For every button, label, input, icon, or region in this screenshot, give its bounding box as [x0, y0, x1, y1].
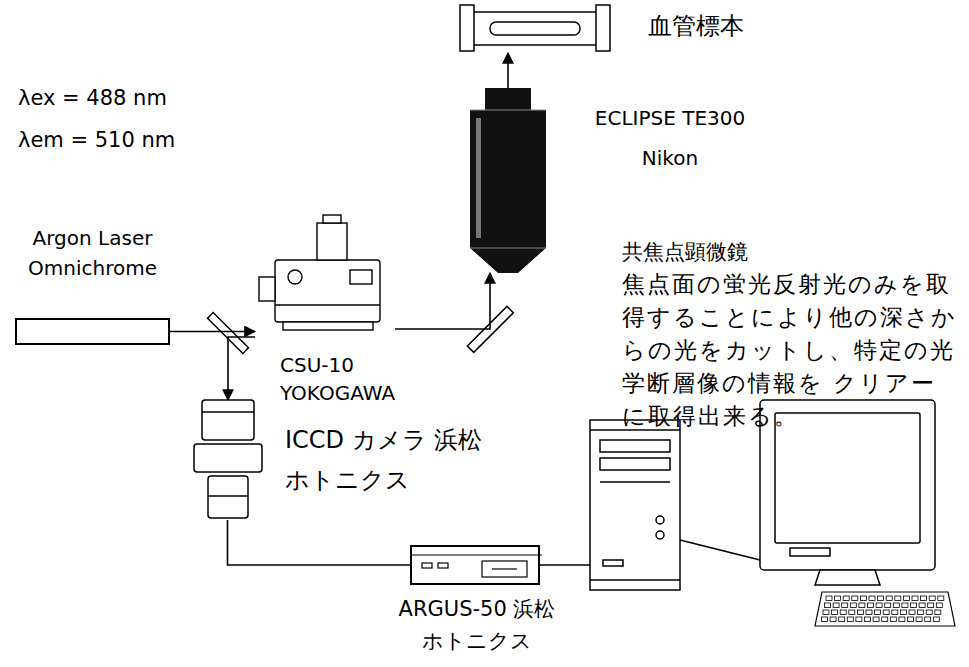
- computer-tower: [590, 420, 680, 590]
- node-label: Argon Laser Omnichrome: [28, 223, 157, 283]
- iccd-camera-shape: [190, 400, 265, 520]
- iccd-camera: ICCD カメラ 浜松ホトニクス: [190, 400, 265, 520]
- specimen-shape: [455, 5, 615, 53]
- specimen: 血管標本: [455, 5, 615, 53]
- cable: [540, 564, 590, 566]
- node-label: ECLIPSE TE300 Nikon: [580, 98, 760, 178]
- wavelength-note: λex = 488 nm: [18, 86, 167, 110]
- laser-box: Argon Laser Omnichrome: [15, 318, 170, 345]
- keyboard: [815, 592, 955, 626]
- microscope: ECLIPSE TE300 Nikon: [468, 88, 548, 273]
- light-path: [228, 520, 411, 565]
- node-label: ARGUS-50 浜松ホトニクス: [392, 593, 562, 657]
- wavelength-note: λem = 510 nm: [18, 128, 175, 152]
- node-label: CSU-10 YOKOGAWA: [280, 351, 395, 407]
- note-heading: 共焦点顕微鏡: [622, 238, 748, 266]
- light-path: [170, 331, 255, 333]
- microscope-shape: [468, 88, 548, 273]
- image-processor: ARGUS-50 浜松ホトニクス: [410, 545, 540, 585]
- confocal-scanner-shape: [255, 215, 395, 345]
- light-path: [507, 53, 509, 88]
- light-path: [228, 337, 255, 400]
- image-processor-shape: [412, 547, 542, 587]
- node-label: 血管標本: [648, 11, 744, 42]
- node-label: ICCD カメラ 浜松ホトニクス: [285, 420, 485, 500]
- cable: [680, 540, 760, 560]
- note-body: 焦点面の蛍光反射光のみを取得することにより他の深さからの光をカットし、特定の光学…: [622, 268, 962, 433]
- light-path: [395, 273, 490, 329]
- laser-box-shape: [17, 320, 172, 347]
- confocal-scanner: CSU-10 YOKOGAWA: [255, 215, 395, 345]
